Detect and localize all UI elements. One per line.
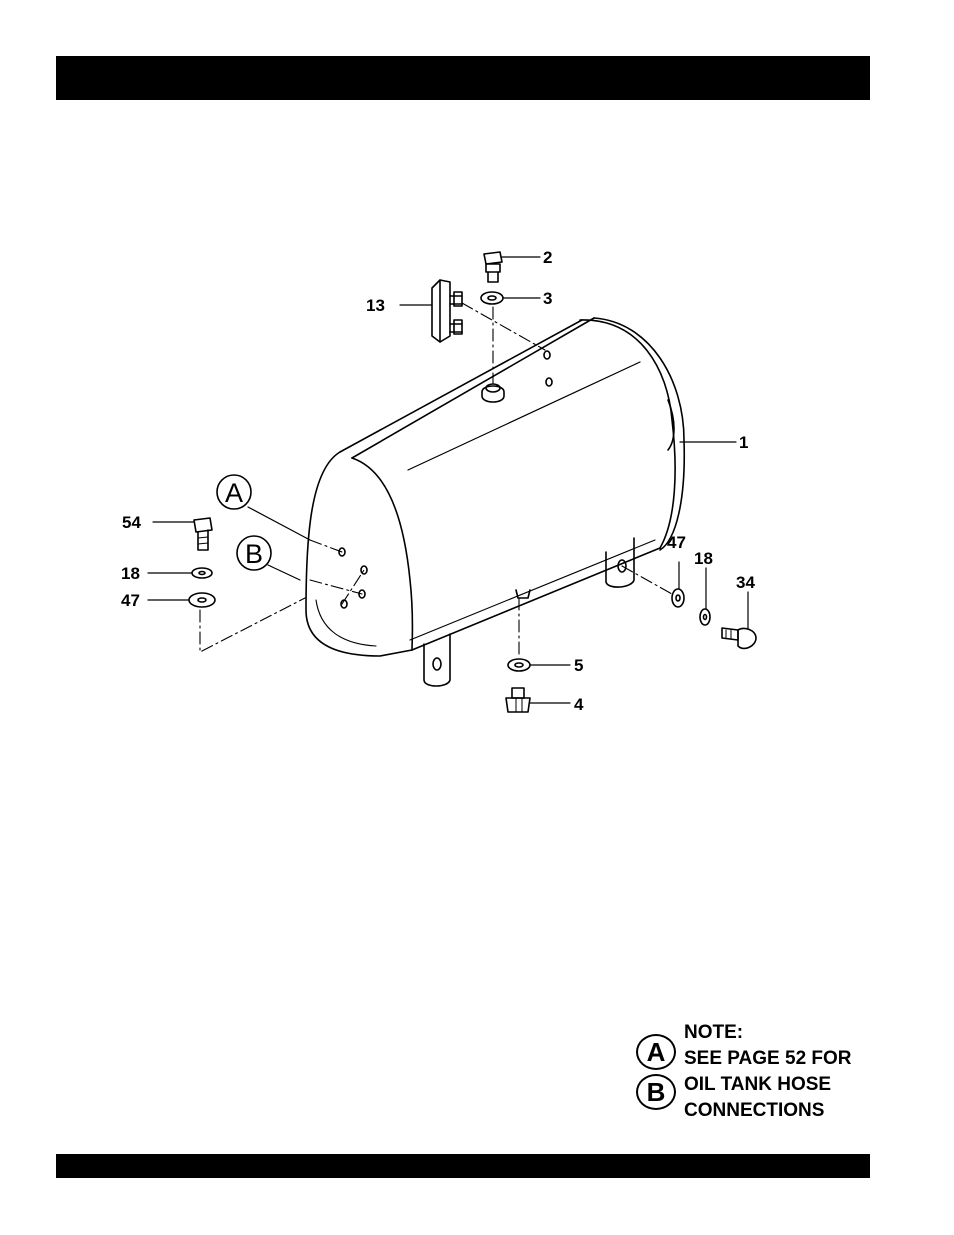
callout-47-right: 47 (667, 533, 686, 552)
note-line-2: OIL TANK HOSE (684, 1074, 831, 1095)
callout-34: 34 (736, 573, 755, 592)
part-4-drain-plug (506, 688, 530, 712)
note-block: NOTE: A SEE PAGE 52 FOR B OIL TANK HOSE … (636, 1020, 954, 1124)
callout-47-left: 47 (121, 591, 140, 610)
part-47-washer-left (189, 593, 215, 607)
callout-18-right: 18 (694, 549, 713, 568)
callout-2: 2 (543, 248, 552, 267)
note-marker-a: A (636, 1034, 676, 1070)
marker-a-letter: A (225, 478, 243, 508)
callout-5: 5 (574, 656, 583, 675)
note-title: NOTE: (636, 1020, 954, 1046)
part-18-lock-washer-right (700, 609, 710, 625)
part-34-bolt (722, 628, 756, 648)
callout-3: 3 (543, 289, 552, 308)
footer-bar (56, 1154, 870, 1178)
part-18-lock-washer-left (192, 568, 212, 578)
part-13-terminal-block (432, 280, 462, 342)
part-2-bolt (484, 252, 502, 282)
part-3-washer (481, 292, 503, 304)
callout-4: 4 (574, 695, 584, 714)
callout-13: 13 (366, 296, 385, 315)
part-54-bolt (194, 518, 212, 550)
callout-1: 1 (739, 433, 748, 452)
callout-54: 54 (122, 513, 141, 532)
note-row-3: CONNECTIONS (636, 1098, 954, 1124)
note-line-1: SEE PAGE 52 FOR (684, 1048, 852, 1069)
note-line-3: CONNECTIONS (684, 1100, 824, 1121)
part-5-washer (508, 659, 530, 671)
marker-b-letter: B (245, 539, 263, 569)
callout-18-left: 18 (121, 564, 140, 583)
part-47-washer-right (672, 589, 684, 607)
phantom-lines (200, 303, 672, 658)
oil-tank (306, 318, 684, 686)
note-row-2: B OIL TANK HOSE (636, 1072, 954, 1098)
note-row-1: A SEE PAGE 52 FOR (636, 1046, 954, 1072)
